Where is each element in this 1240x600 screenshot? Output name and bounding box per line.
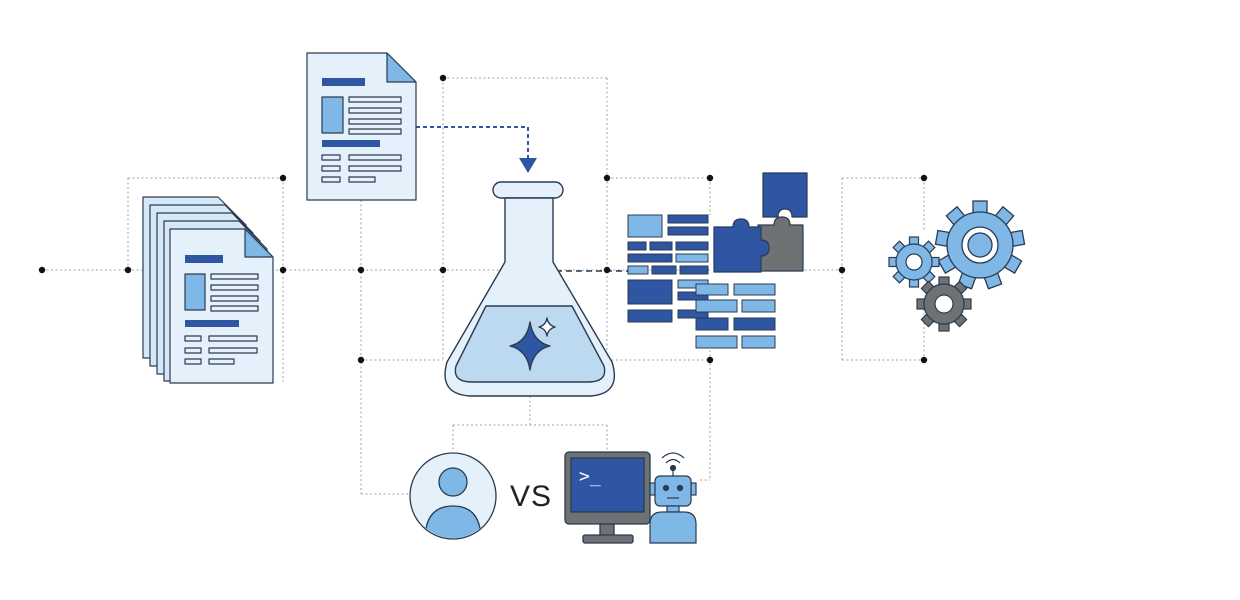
data-blocks-icon (627, 214, 776, 349)
robot-icon (649, 452, 697, 544)
person-icon (409, 452, 497, 540)
large-gear-icon (934, 200, 1026, 290)
small-blue-gear-icon (888, 236, 940, 288)
versus-label: VS (510, 480, 552, 513)
gears-icon (888, 200, 1026, 332)
computer-icon (564, 451, 651, 544)
puzzle-icon (713, 172, 808, 273)
document-stack-icon (142, 196, 274, 384)
junction-dots (38, 74, 928, 364)
document-to-flask-arrow (416, 126, 537, 173)
document-icon (306, 52, 417, 201)
terminal-prompt: >_ (579, 466, 601, 487)
small-gray-gear-icon (916, 276, 972, 332)
sparkle-icon (509, 317, 556, 371)
